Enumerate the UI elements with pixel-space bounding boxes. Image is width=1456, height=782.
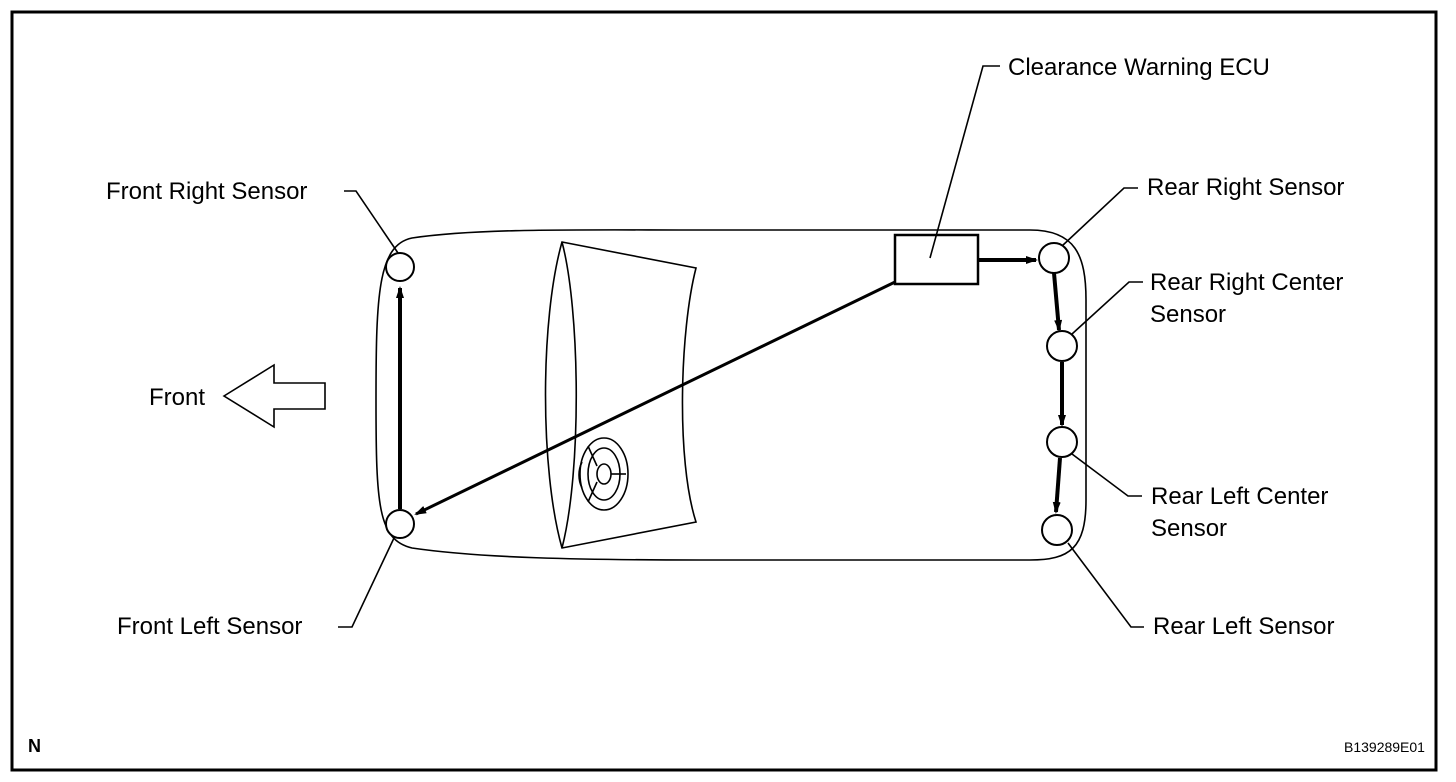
- figure-code: B139289E01: [1344, 739, 1425, 755]
- ecu-box: [893, 233, 980, 286]
- vehicle-body-outline: [375, 229, 1087, 561]
- label-ecu: Clearance Warning ECU: [1008, 54, 1270, 81]
- rear-right-sensor: [1038, 242, 1070, 274]
- leader-rear-right: [1061, 187, 1138, 247]
- rear-left-sensor: [1041, 514, 1073, 546]
- corner-mark: N: [28, 736, 41, 756]
- arrow-rear-left-center-to-rear-left: [1052, 457, 1062, 514]
- label-front-right: Front Right Sensor: [106, 178, 307, 205]
- leader-front-left: [338, 537, 395, 628]
- diagram-frame: [10, 10, 1438, 772]
- label-rear-left: Rear Left Sensor: [1153, 613, 1334, 640]
- label-rear-right: Rear Right Sensor: [1147, 174, 1344, 201]
- arrow-rear-right-to-rear-right-center: [1052, 272, 1063, 332]
- label-rear-left-center-line1: Rear Left Center: [1151, 483, 1328, 510]
- label-rear-right-center-line1: Rear Right Center: [1150, 269, 1343, 296]
- front-left-sensor: [385, 509, 415, 539]
- label-rear-left-center-line2: Sensor: [1151, 515, 1227, 542]
- label-front-left: Front Left Sensor: [117, 613, 302, 640]
- leader-rear-left: [1067, 542, 1144, 628]
- leader-ecu: [929, 65, 1000, 259]
- cabin-inner-line: [561, 241, 578, 549]
- arrow-ecu-to-front-left: [414, 280, 896, 516]
- label-rear-right-center-line2: Sensor: [1150, 301, 1226, 328]
- cabin-outline: [544, 241, 698, 549]
- steering-wheel-icon: [578, 437, 629, 511]
- label-front: Front: [149, 384, 205, 411]
- rear-left-center-sensor: [1046, 426, 1078, 458]
- rear-right-center-sensor: [1046, 330, 1078, 362]
- leader-front-right: [344, 190, 399, 254]
- leader-rear-left-center: [1071, 453, 1142, 497]
- front-direction-arrow-icon: [222, 363, 326, 429]
- front-right-sensor: [385, 252, 415, 282]
- leader-rear-right-center: [1071, 281, 1143, 335]
